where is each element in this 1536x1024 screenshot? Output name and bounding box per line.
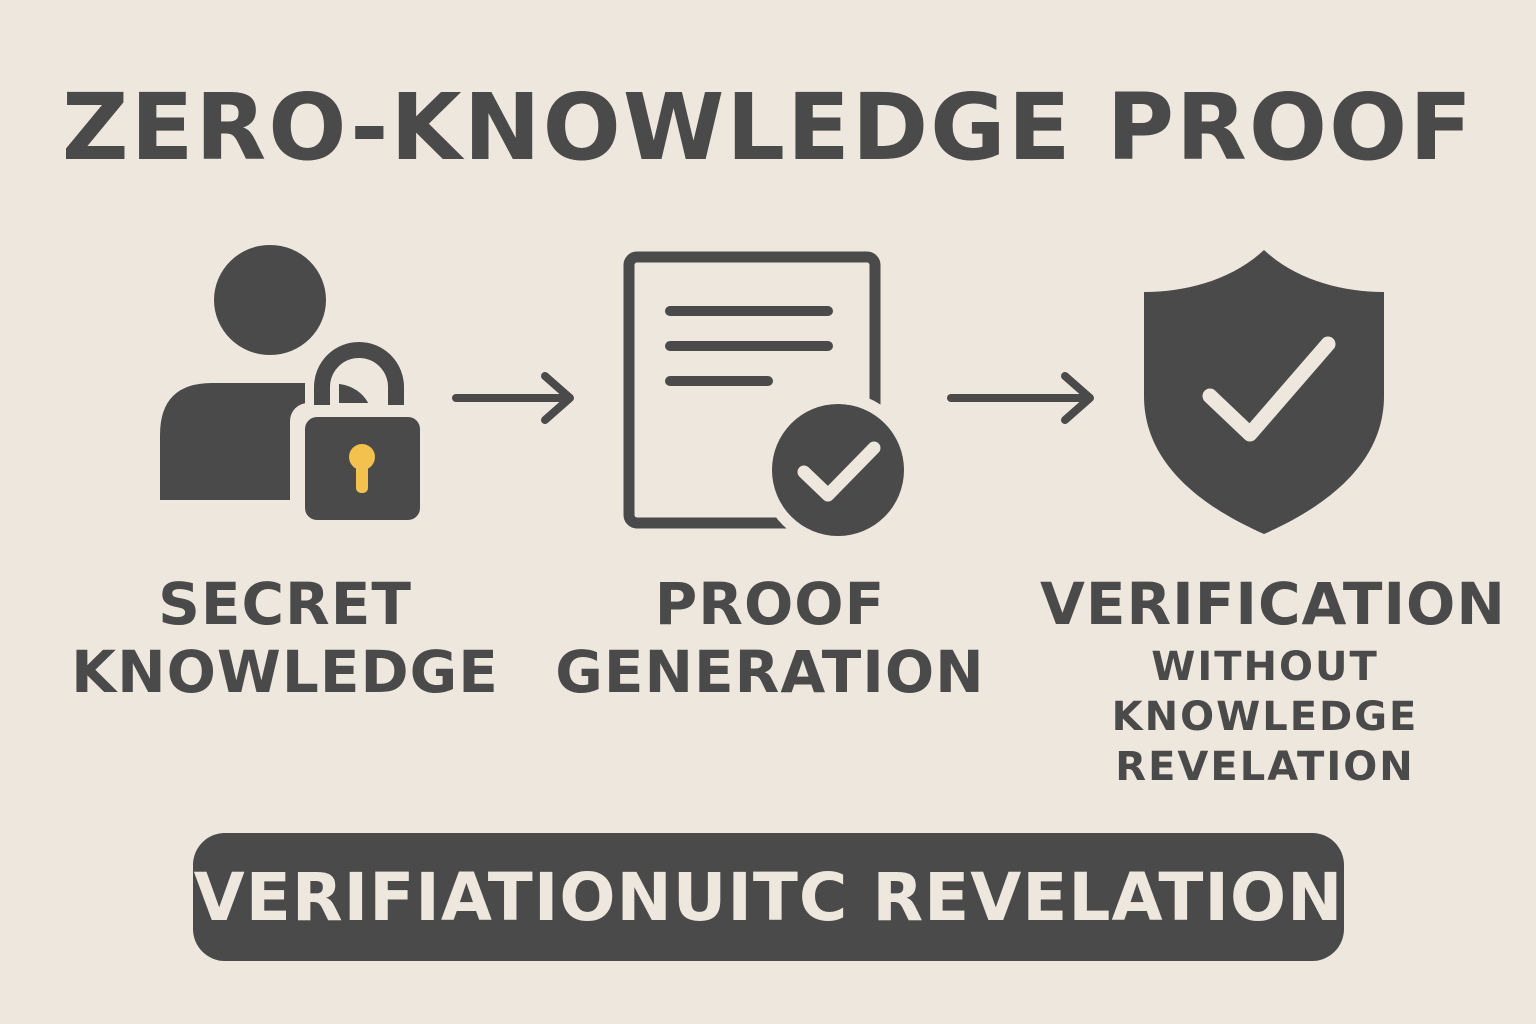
step-label-secret-knowledge: SECRET KNOWLEDGE	[70, 570, 500, 706]
step-label-subline: REVELATION	[1115, 744, 1415, 790]
summary-banner: VERIFIATIONUITC REVELATION	[193, 833, 1344, 961]
step-label-proof-generation: PROOF GENERATION	[540, 570, 1000, 706]
step-label-line: PROOF	[654, 570, 886, 638]
step-label-line: KNOWLEDGE	[71, 638, 499, 706]
diagram-title: ZERO-KNOWLEDGE PROOF	[61, 74, 1475, 181]
arrow-right-icon	[452, 372, 574, 424]
step-label-heading: VERIFICATION	[1040, 570, 1506, 638]
summary-banner-text: VERIFIATIONUITC REVELATION	[193, 858, 1344, 936]
shield-checkmark-icon	[1144, 250, 1384, 534]
step-label-line: GENERATION	[555, 638, 985, 706]
arrow-right-icon	[947, 372, 1094, 424]
step-label-line: SECRET	[158, 570, 412, 638]
user-with-padlock-icon	[160, 245, 428, 530]
step-label-subline: KNOWLEDGE	[1111, 694, 1419, 740]
step-label-subline: WITHOUT	[1151, 644, 1379, 690]
document-with-checkmark-icon	[623, 251, 910, 540]
step-label-verification: VERIFICATION WITHOUT KNOWLEDGE REVELATIO…	[1040, 570, 1506, 792]
